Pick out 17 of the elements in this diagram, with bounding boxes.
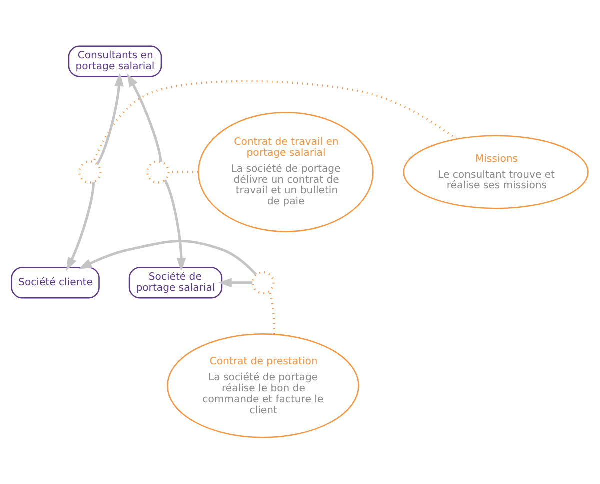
node-ellipse: Contrat de prestation La société de portage réalise le bon de commande et facture le client (166, 334, 360, 438)
connector (92, 80, 458, 162)
node-ellipse: Contrat de travail en portage salarial La société de portage délivre un contrat de travail et un bulletin de paie (198, 112, 374, 232)
node-box: Société cliente (11, 267, 100, 299)
arrow (164, 180, 186, 272)
arrow (66, 182, 96, 272)
arrow (218, 278, 253, 288)
connector (268, 291, 276, 334)
node-circle (252, 271, 275, 294)
node-ellipse: Missions Le consultant trouve et réalise ses missions (403, 135, 589, 210)
node-box: Société de portage salarial (128, 267, 223, 299)
arrow (78, 240, 258, 276)
node-box: Consultants en portage salarial (68, 46, 162, 78)
node-circle (146, 160, 170, 184)
node-circle (78, 160, 102, 184)
arrow (127, 74, 162, 162)
arrow (96, 73, 124, 166)
